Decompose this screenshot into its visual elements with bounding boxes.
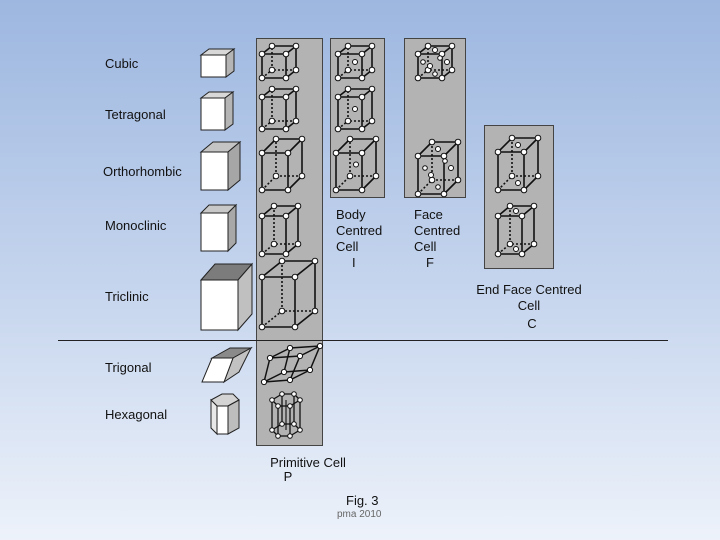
end-centred-line1: End Face Centred bbox=[476, 282, 582, 297]
triclinic-solid bbox=[199, 262, 254, 332]
cubic-body-centred-cell bbox=[334, 42, 376, 82]
label-monoclinic: Monoclinic bbox=[105, 218, 167, 233]
body-centred-column-panel bbox=[330, 38, 385, 198]
primitive-line1: Primitive Cell bbox=[270, 455, 346, 470]
face-centred-column-panel bbox=[404, 38, 466, 198]
label-trigonal: Trigonal bbox=[105, 360, 152, 375]
hexagonal-primitive-cell bbox=[269, 391, 303, 439]
tetragonal-primitive-cell bbox=[258, 85, 300, 133]
orthorhombic-body-centred-cell bbox=[332, 135, 380, 194]
body-centred-line3: Cell bbox=[336, 239, 359, 254]
body-centred-line1: Body bbox=[336, 207, 366, 222]
credit-text: pma 2010 bbox=[337, 509, 382, 520]
cubic-face-centred-cell bbox=[414, 42, 456, 82]
body-centred-line2: Centred bbox=[336, 223, 383, 238]
tetragonal-body-centred-cell bbox=[334, 85, 376, 133]
cubic-primitive-cell bbox=[258, 42, 300, 82]
figure-label: Fig. 3 bbox=[346, 493, 379, 508]
monoclinic-end-centred-cell bbox=[494, 202, 538, 258]
label-hexagonal: Hexagonal bbox=[105, 407, 168, 422]
label-tetragonal: Tetragonal bbox=[105, 107, 166, 122]
label-cubic: Cubic bbox=[105, 56, 139, 71]
body-centred-caption: Body Centred Cell I bbox=[336, 207, 382, 271]
cubic-solid bbox=[199, 48, 236, 78]
end-centred-symbol: C bbox=[527, 316, 537, 331]
triclinic-primitive-cell bbox=[258, 257, 319, 331]
orthorhombic-primitive-cell bbox=[258, 135, 306, 194]
face-centred-line2: Centred bbox=[414, 223, 461, 238]
orthorhombic-solid bbox=[199, 140, 242, 192]
separator-line bbox=[58, 340, 668, 341]
monoclinic-solid bbox=[199, 203, 238, 253]
face-centred-symbol: F bbox=[426, 255, 434, 270]
label-orthorhombic: Orthorhombic bbox=[103, 164, 182, 179]
trigonal-solid bbox=[201, 346, 253, 384]
monoclinic-primitive-cell bbox=[258, 202, 302, 258]
end-centred-caption: End Face Centred Cell C bbox=[462, 282, 596, 332]
face-centred-line3: Cell bbox=[414, 239, 437, 254]
orthorhombic-face-centred-cell bbox=[414, 138, 462, 198]
trigonal-primitive-cell bbox=[260, 342, 324, 386]
primitive-caption: Primitive Cell P bbox=[258, 455, 358, 485]
hexagonal-solid bbox=[210, 393, 240, 436]
end-centred-line2: Cell bbox=[517, 298, 541, 313]
end-centred-column-panel bbox=[484, 125, 554, 269]
primitive-symbol: P bbox=[283, 469, 293, 484]
body-centred-symbol: I bbox=[352, 255, 356, 270]
orthorhombic-end-centred-cell bbox=[494, 134, 542, 194]
label-triclinic: Triclinic bbox=[105, 289, 149, 304]
tetragonal-solid bbox=[199, 91, 235, 131]
face-centred-line1: Face bbox=[414, 207, 443, 222]
face-centred-caption: Face Centred Cell F bbox=[414, 207, 460, 271]
